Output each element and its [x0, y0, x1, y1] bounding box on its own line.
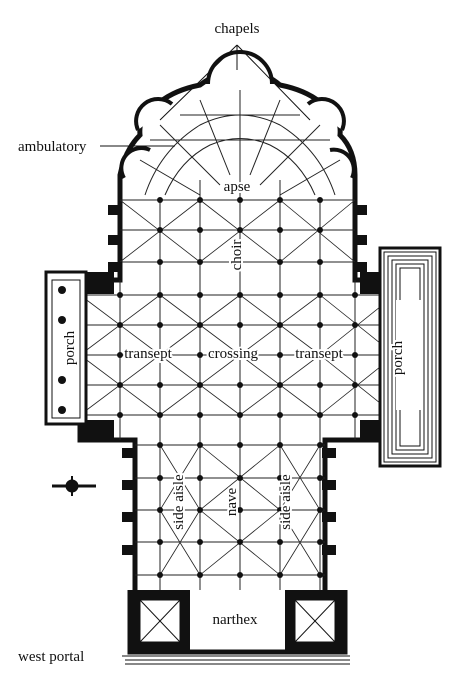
pier — [117, 412, 123, 418]
label-apse: apse — [224, 179, 251, 195]
pier — [157, 382, 163, 388]
label-transept-left: transept — [124, 346, 172, 362]
label-transept-right: transept — [295, 346, 343, 362]
pier — [117, 352, 123, 358]
pier — [277, 322, 283, 328]
porch-left — [44, 270, 88, 426]
pier — [157, 259, 163, 265]
pier — [237, 507, 243, 513]
pier — [237, 382, 243, 388]
pier — [117, 322, 123, 328]
west-portal-steps — [125, 655, 350, 665]
label-choir: choir — [229, 240, 245, 271]
label-porch-right: porch — [390, 340, 406, 375]
pier — [197, 322, 203, 328]
pier — [317, 475, 323, 481]
pier — [237, 227, 243, 233]
pier — [277, 539, 283, 545]
pier — [317, 382, 323, 388]
pier — [197, 572, 203, 578]
pier — [277, 442, 283, 448]
pier — [317, 442, 323, 448]
pier — [352, 292, 358, 298]
pier — [317, 352, 323, 358]
pier — [317, 259, 323, 265]
pier — [277, 197, 283, 203]
pier — [157, 227, 163, 233]
west-towers — [130, 590, 345, 652]
pier — [277, 382, 283, 388]
pier — [237, 259, 243, 265]
pier — [157, 507, 163, 513]
label-ambulatory: ambulatory — [18, 139, 87, 155]
pier — [157, 475, 163, 481]
pier — [197, 442, 203, 448]
leader-lines — [100, 44, 311, 657]
pier — [237, 539, 243, 545]
pier — [352, 412, 358, 418]
pier — [277, 352, 283, 358]
pier — [197, 539, 203, 545]
pier — [117, 382, 123, 388]
label-west-portal: west portal — [18, 649, 84, 665]
pier — [157, 322, 163, 328]
pier — [237, 475, 243, 481]
pier — [277, 475, 283, 481]
pier — [197, 227, 203, 233]
pier — [157, 292, 163, 298]
pier — [237, 197, 243, 203]
pier — [277, 227, 283, 233]
pier — [197, 412, 203, 418]
pier — [197, 197, 203, 203]
pier — [317, 412, 323, 418]
pier — [157, 197, 163, 203]
pier — [237, 352, 243, 358]
pier — [352, 382, 358, 388]
pier — [317, 572, 323, 578]
pier — [117, 292, 123, 298]
label-chapels: chapels — [215, 21, 260, 37]
pier — [277, 292, 283, 298]
label-porch-left: porch — [62, 330, 78, 365]
ambulatory-vaults — [139, 90, 341, 196]
porch-right — [378, 246, 442, 468]
pier — [277, 412, 283, 418]
chapel-shapes — [119, 50, 356, 179]
pier — [317, 507, 323, 513]
pier — [157, 352, 163, 358]
piers — [117, 197, 358, 578]
pier — [237, 292, 243, 298]
pier — [157, 539, 163, 545]
pier — [197, 507, 203, 513]
label-crossing: crossing — [208, 346, 258, 362]
pier — [157, 442, 163, 448]
pier — [317, 227, 323, 233]
pier — [197, 292, 203, 298]
pier — [197, 259, 203, 265]
pier — [237, 442, 243, 448]
pier — [317, 197, 323, 203]
label-nave: nave — [224, 488, 240, 517]
pier — [277, 572, 283, 578]
pier — [317, 292, 323, 298]
pier — [352, 322, 358, 328]
pier — [157, 572, 163, 578]
pier — [197, 475, 203, 481]
pier — [157, 412, 163, 418]
pier — [277, 507, 283, 513]
label-narthex: narthex — [213, 612, 258, 628]
compass-symbol — [52, 476, 96, 496]
pier — [352, 352, 358, 358]
pier — [197, 382, 203, 388]
pier — [317, 539, 323, 545]
label-side-aisle-right: side aisle — [278, 474, 294, 530]
pier — [317, 322, 323, 328]
label-side-aisle-left: side aisle — [171, 474, 187, 530]
pier — [237, 412, 243, 418]
pier — [197, 352, 203, 358]
pier — [237, 322, 243, 328]
pier — [277, 259, 283, 265]
pier — [237, 572, 243, 578]
